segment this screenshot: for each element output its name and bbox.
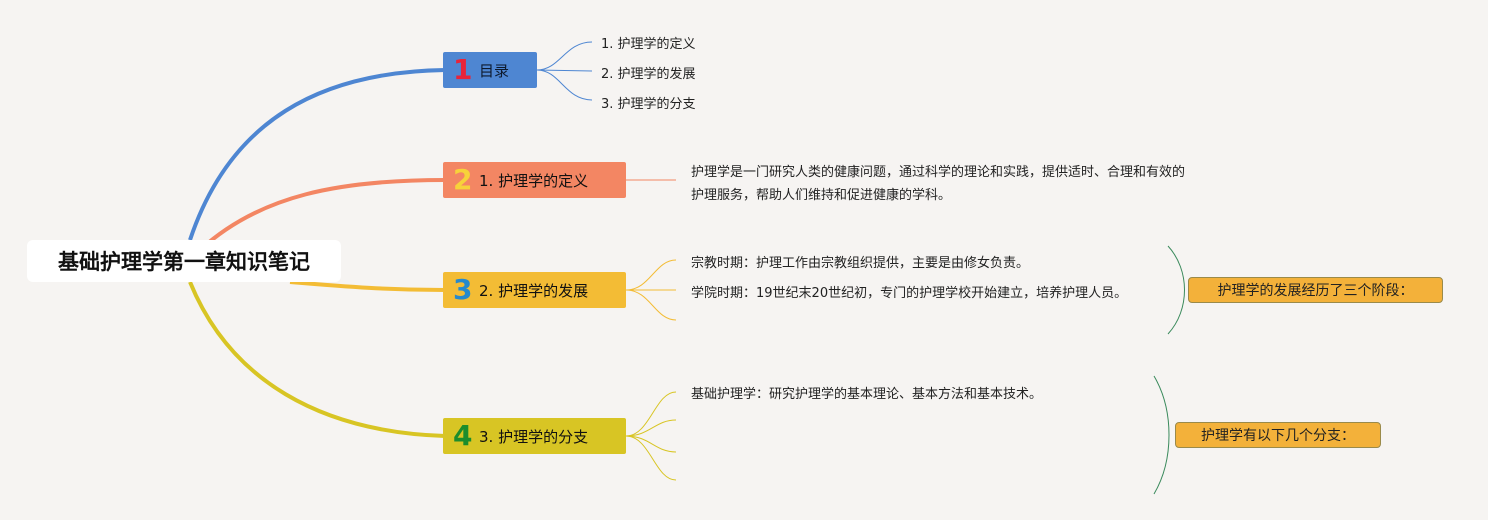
branch-label: 目录	[479, 61, 510, 80]
link-root-branch4	[188, 281, 446, 438]
branch-number-icon: 2	[453, 163, 473, 196]
subfields-summary[interactable]: 护理学有以下几个分支：	[1175, 422, 1381, 448]
branch-label: 1. 护理学的定义	[479, 171, 589, 190]
root-topic[interactable]: 基础护理学第一章知识笔记	[27, 240, 341, 282]
summary-brace-branch4	[1153, 375, 1170, 495]
summary-label: 护理学有以下几个分支：	[1201, 428, 1355, 444]
link-b1-c1	[536, 41, 593, 71]
definition-text[interactable]: 护理学是一门研究人类的健康问题，通过科学的理论和实践，提供适时、合理和有效的护理…	[691, 165, 1186, 203]
development-stage[interactable]: 学院时期：19世纪末20世纪初，专门的护理学校开始建立，培养护理人员。	[691, 286, 1128, 301]
link-b1-c2	[536, 69, 593, 72]
summary-label: 护理学的发展经历了三个阶段：	[1217, 283, 1414, 299]
branch-number-icon: 4	[453, 419, 473, 452]
branch-definition[interactable]: 2 1. 护理学的定义	[443, 162, 626, 198]
link-b4-c2	[625, 419, 677, 437]
link-root-branch2	[198, 178, 446, 252]
catalog-item[interactable]: 3. 护理学的分支	[601, 97, 696, 112]
branch-label: 2. 护理学的发展	[479, 281, 589, 300]
root-title: 基础护理学第一章知识笔记	[58, 250, 310, 274]
subfield-item[interactable]: 基础护理学：研究护理学的基本理论、基本方法和基本技术。	[691, 387, 1043, 402]
link-b3-c1	[625, 259, 677, 291]
link-b4-c3	[625, 435, 677, 453]
link-b4-c4	[625, 435, 677, 481]
link-b4-c1	[625, 391, 677, 437]
link-b1-c3	[536, 69, 593, 101]
branch-number-icon: 1	[453, 53, 473, 86]
link-b3-c3	[625, 289, 677, 321]
catalog-item[interactable]: 2. 护理学的发展	[601, 67, 696, 82]
development-stage[interactable]: 宗教时期：护理工作由宗教组织提供，主要是由修女负责。	[691, 256, 1030, 271]
link-root-branch1	[188, 68, 446, 241]
catalog-item[interactable]: 1. 护理学的定义	[601, 37, 696, 52]
branch-subfields[interactable]: 4 3. 护理学的分支	[443, 418, 626, 454]
branch-label: 3. 护理学的分支	[479, 427, 589, 446]
summary-brace-branch3	[1167, 245, 1185, 335]
development-summary[interactable]: 护理学的发展经历了三个阶段：	[1188, 277, 1443, 303]
link-root-branch3	[289, 280, 446, 292]
branch-development[interactable]: 3 2. 护理学的发展	[443, 272, 626, 308]
branch-catalog[interactable]: 1 目录	[443, 52, 537, 88]
branch-number-icon: 3	[453, 273, 473, 306]
